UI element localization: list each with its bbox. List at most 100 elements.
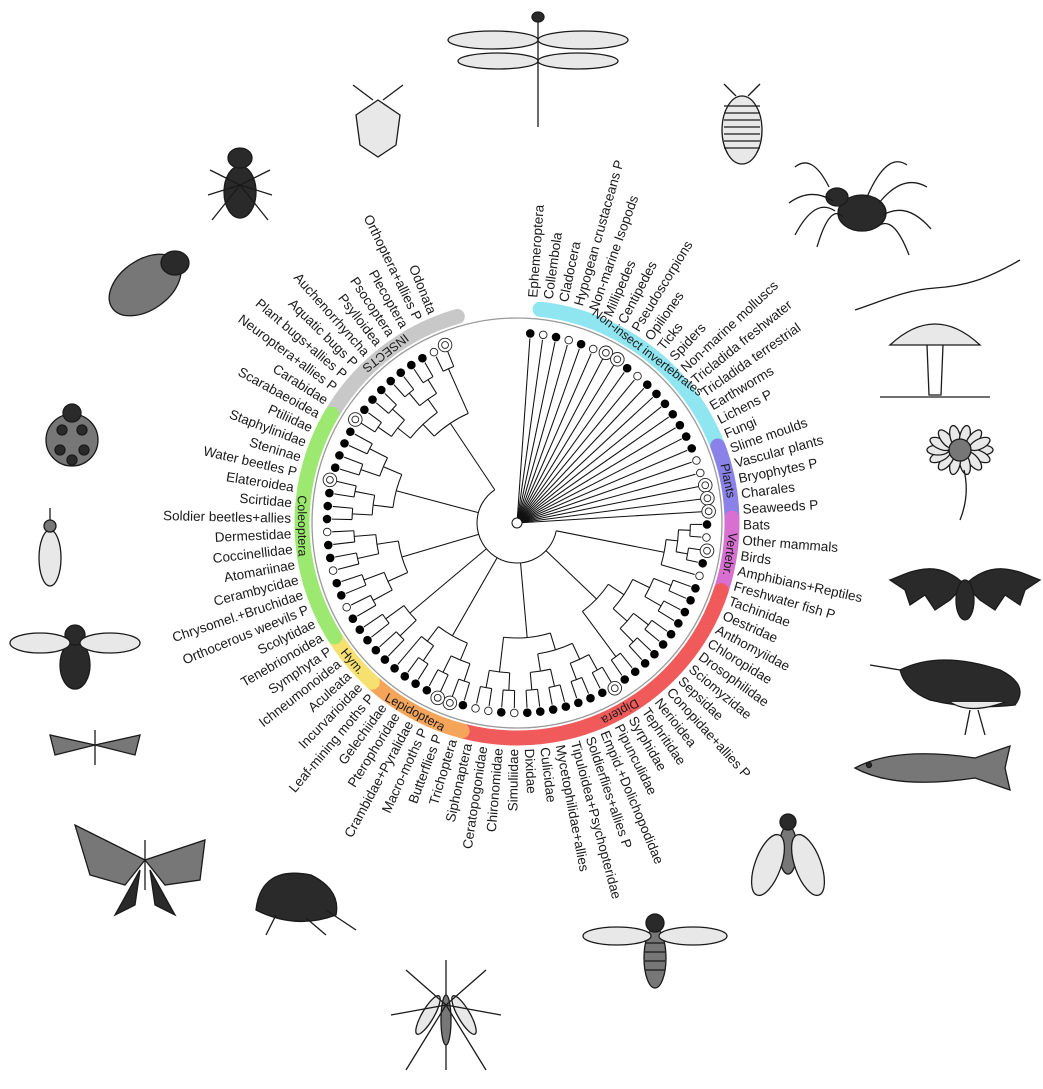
oystercatcher-bird-illustration [870,660,1020,735]
tree-branch [676,552,687,554]
leaf-node-marker [702,505,716,519]
leaf-node-open [703,534,711,542]
tree-branch [629,646,642,660]
tree-branch [570,663,576,679]
tree-branch [368,413,381,423]
leaf-node-filled [698,559,707,568]
tree-branch [404,377,414,390]
tree-branch [686,560,697,562]
leaf-node-filled [363,636,372,645]
tree-branch [373,590,392,600]
leaf-node-filled [418,354,427,363]
leaf-node-filled [620,675,629,684]
tree-branch [448,369,468,414]
leaf-node-filled [650,650,659,659]
tree-branch [560,685,564,702]
tree-branch [664,601,681,610]
tree-branch [546,551,597,599]
tree-branch [589,655,597,670]
leaf-node-filled [598,688,607,697]
tree-branch [538,689,540,706]
leaf-node-filled [323,502,332,511]
tree-branch [414,369,423,383]
leaf-node-filled [407,361,416,370]
daisy-flower-illustration [927,425,993,520]
leaf-node-filled [459,701,468,710]
tree-branch [673,580,691,586]
leaf-node-filled [386,377,395,386]
leaf-node-marker [611,353,625,367]
tree-branch [373,505,393,507]
tree-branch [423,424,434,436]
tree-branch [402,534,479,557]
tree-branch [441,675,449,692]
group-label-vertebr: Vertebr. [720,532,740,577]
tree-branch [620,653,632,668]
bee-illustration [10,625,140,689]
leaf-node-open [693,457,701,465]
tree-branch [361,423,375,432]
tree-branch [351,595,370,605]
tree-branch [690,536,702,537]
leaf-node-open [323,528,331,536]
tree-branch [400,620,416,636]
tree-branch [398,636,422,664]
tree-branch [344,457,363,464]
leaf-node-filled [396,368,405,377]
leaf-node-filled [577,340,586,349]
leaf-node-filled [552,333,561,342]
tree-branch [332,531,354,532]
leaf-node-filled [667,630,676,639]
tree-branch [652,620,667,631]
leaf-node-filled [497,708,506,717]
leaf-node-open [472,705,480,713]
tree-branch [637,638,651,651]
tree-branch [361,470,380,476]
tree-branch [582,677,589,693]
leaf-node-open [329,567,337,575]
tree-branch [521,563,528,638]
tree-branch [410,549,487,613]
tree-branch [408,658,419,673]
leaf-node-filled [641,659,650,668]
tree-branch [376,403,388,414]
leaf-node-filled [337,591,346,600]
tree-branch [502,690,503,707]
tree-branch [620,628,633,641]
tree-branch [499,637,503,672]
tree-branch [333,542,355,545]
leaf-node-marker [608,681,622,695]
leaf-node-open [589,345,597,353]
leaf-label-scirtidae: Scirtidae [239,491,293,511]
spider-illustration [789,162,931,255]
leaf-node-open [696,572,704,580]
leaf-node-filled [691,584,700,593]
leaf-node-filled [335,451,344,460]
leaf-node-open [430,348,438,356]
leaf-node-filled [652,390,661,399]
tree-branch [371,623,389,637]
tree-branch [602,667,611,682]
tree-branch [338,564,359,569]
tree-branch [517,428,676,523]
tree-branch [530,672,532,689]
woodlouse-illustration [722,84,762,164]
tree-branch [509,673,510,690]
tree-branch [669,591,686,599]
tree-branch [613,609,627,621]
group-label-coleoptera: Coleoptera [295,495,310,556]
tree-branch [661,565,695,575]
leaf-label-dixidae: Dixidae [522,748,539,794]
leaf-node-filled [360,406,369,415]
tree-branch [611,660,622,675]
tree-branch [385,394,397,405]
tree-branch [526,690,527,707]
weevil-illustration [39,508,61,586]
tree-branch [517,380,634,523]
leaf-node-filled [686,596,695,605]
leaf-node-filled [377,386,386,395]
tree-branch [370,449,388,458]
leaf-node-filled [523,708,532,717]
tree-branch [477,686,481,703]
tree-branch [517,359,603,523]
